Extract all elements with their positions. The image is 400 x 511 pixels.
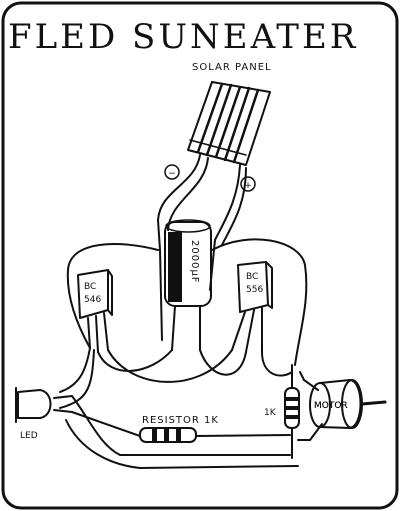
wire-loop-right bbox=[211, 238, 308, 366]
led-label: LED bbox=[20, 431, 38, 441]
motor-label-overlay: MOTOR bbox=[314, 401, 348, 411]
minus-marker: − bbox=[164, 164, 180, 180]
transistor-bc556 bbox=[231, 261, 273, 353]
led bbox=[15, 387, 73, 423]
transistor-right-label-1: BC bbox=[246, 272, 258, 282]
transistor-left-label-2: 546 bbox=[84, 295, 101, 305]
wire-bottom bbox=[71, 395, 291, 456]
resistor-small-label: 1K bbox=[264, 408, 277, 418]
capacitor-label: 2000μF bbox=[189, 240, 200, 284]
capacitor bbox=[164, 219, 212, 351]
resistor-1k bbox=[71, 411, 291, 443]
resistor-small bbox=[284, 364, 300, 459]
transistor-right-label-2: 556 bbox=[246, 285, 263, 295]
svg-text:−: − bbox=[168, 169, 176, 179]
wire-panel-plus bbox=[209, 164, 241, 291]
resistor-label: RESISTOR 1K bbox=[142, 415, 219, 426]
wire-loop-left bbox=[66, 243, 159, 349]
wire-panel-minus bbox=[157, 154, 201, 341]
transistor-bc546 bbox=[77, 269, 113, 353]
svg-text:+: + bbox=[244, 181, 252, 191]
plus-marker: + bbox=[240, 176, 256, 192]
motor bbox=[303, 379, 387, 441]
transistor-left-label-1: BC bbox=[84, 282, 96, 292]
diagram-title: FLED SUNEATER bbox=[8, 17, 358, 57]
solar-panel bbox=[187, 81, 271, 166]
solar-panel-label: SOLAR PANEL bbox=[192, 62, 272, 73]
